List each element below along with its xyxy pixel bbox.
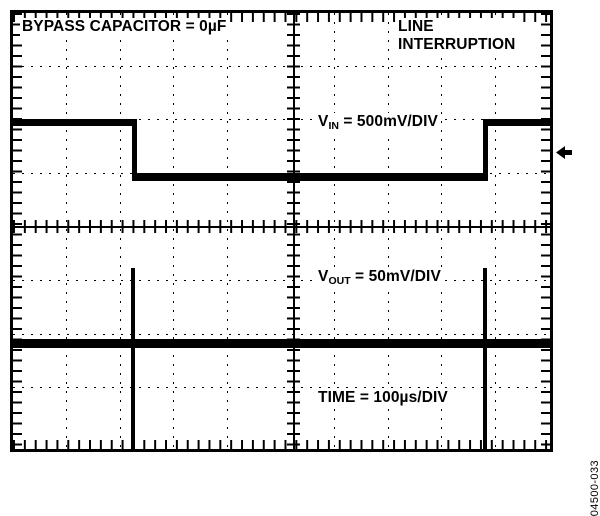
vout-value: = 50mV/DIV xyxy=(350,268,441,285)
gridline-horizontal xyxy=(13,387,550,388)
vout-trace-spike-primary xyxy=(131,268,135,449)
gridline-horizontal xyxy=(13,334,550,335)
oscilloscope-screenshot: BYPASS CAPACITOR = 0µF LINE INTERRUPTION… xyxy=(10,10,600,516)
frame-ticks-bottom xyxy=(13,440,550,449)
annotation-line-interruption-line1: LINE xyxy=(398,18,434,35)
frame-ticks-right xyxy=(541,13,550,449)
vout-symbol: V xyxy=(318,268,329,285)
vin-trace-low xyxy=(132,173,488,181)
vin-channel-marker-arrow xyxy=(556,144,574,161)
vin-trace-high-right xyxy=(483,119,550,126)
scope-plot-area xyxy=(13,13,550,449)
figure-id-label: 04500-033 xyxy=(589,460,600,516)
vin-trace-falling-edge xyxy=(132,119,137,181)
frame-ticks-left xyxy=(13,13,22,449)
annotation-line-interruption-line2: INTERRUPTION xyxy=(398,36,516,54)
annotation-vin-scale: VIN = 500mV/DIV xyxy=(316,113,440,133)
annotation-line-interruption: LINE INTERRUPTION xyxy=(396,18,518,55)
gridline-horizontal xyxy=(13,66,550,67)
annotation-bypass-capacitor: BYPASS CAPACITOR = 0µF xyxy=(20,18,229,37)
gridline-horizontal xyxy=(13,119,550,120)
center-axis-vertical xyxy=(293,13,295,449)
annotation-vout-scale: VOUT = 50mV/DIV xyxy=(316,268,443,288)
vin-symbol: V xyxy=(318,113,329,130)
vin-trace-high-left xyxy=(13,119,135,126)
vout-trace-spike-secondary xyxy=(483,268,487,449)
vin-value: = 500mV/DIV xyxy=(338,113,438,130)
annotation-time-base: TIME = 100µs/DIV xyxy=(316,389,450,408)
vin-subscript: IN xyxy=(328,119,339,132)
frame-ticks-top xyxy=(13,13,550,22)
center-axis-horizontal xyxy=(13,226,550,228)
vin-trace-rising-edge xyxy=(483,119,488,181)
scope-graticule-frame xyxy=(10,10,553,452)
vout-trace-baseline xyxy=(13,339,550,348)
vout-subscript: OUT xyxy=(328,274,351,287)
gridline-horizontal xyxy=(13,280,550,281)
